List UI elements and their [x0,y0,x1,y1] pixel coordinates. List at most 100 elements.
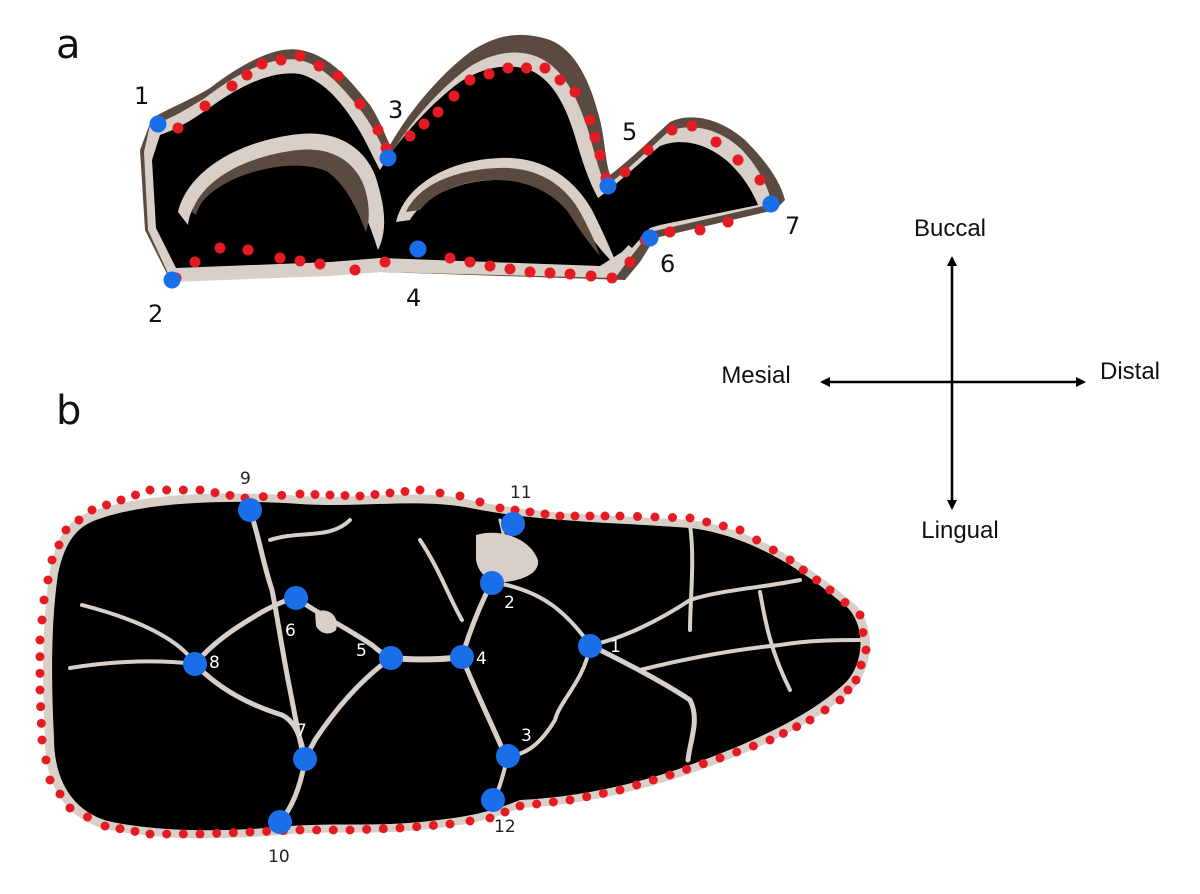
semilandmark-b [385,488,395,498]
semilandmark-a-upper [332,70,344,82]
semilandmark-b [856,660,866,670]
semilandmark-b [116,495,126,505]
semilandmark-b [565,795,575,805]
semilandmark-b [83,812,92,822]
semilandmark-a-lower [606,272,618,284]
semilandmark-b [650,512,660,522]
semilandmark-b [798,565,808,575]
landmark-b-10 [268,810,292,834]
landmark-a-5 [599,177,617,195]
semilandmark-b [35,668,45,678]
landmark-b-label-3: 3 [521,726,532,746]
semilandmark-b [312,825,322,835]
semilandmark-b [131,490,140,500]
landmark-b-9 [238,498,262,522]
semilandmark-a-lower [722,216,734,228]
semilandmark-b [778,728,788,738]
semilandmark-b [325,490,335,500]
semilandmark-b [615,511,625,521]
semilandmark-b [500,807,510,817]
semilandmark-b [702,517,712,527]
semilandmark-a-lower [524,266,536,278]
semilandmark-a-upper [256,58,268,70]
panel-b-label: b [56,388,81,434]
landmark-a-1 [149,115,167,133]
semilandmark-b [495,503,505,513]
semilandmark-a-upper [275,54,287,66]
fossa-patch [476,532,539,583]
semilandmark-b [345,825,355,835]
semilandmark-a-upper [432,106,444,118]
semilandmark-b [37,615,47,625]
semilandmark-b [792,722,802,732]
semilandmark-b [858,628,868,637]
semilandmark-b [37,735,47,745]
semilandmark-b [735,525,745,535]
semilandmark-a-upper [313,60,325,72]
semilandmark-a-upper [619,166,631,178]
semilandmark-a-lower [504,263,516,275]
semilandmark-b [840,598,850,607]
landmark-a-label-4: 4 [406,284,421,312]
landmark-b-7 [293,747,317,771]
semilandmark-a-upper [554,74,566,86]
landmark-a-7 [762,195,780,213]
semilandmark-a-upper [502,62,514,74]
semilandmark-b [41,755,51,765]
semilandmark-b [35,685,45,695]
semilandmark-b [732,747,742,757]
semilandmark-a-lower [314,258,326,270]
semilandmark-a-upper [241,69,253,81]
semilandmark-b [805,715,815,725]
semilandmark-a-upper [642,144,654,156]
semilandmark-b [515,801,525,811]
semilandmark-a-lower [189,256,201,268]
semilandmark-b [54,540,64,550]
semilandmark-b [100,821,110,831]
semilandmark-a-upper [732,154,744,166]
semilandmark-b [475,497,485,507]
semilandmark-a-upper [294,50,306,62]
semilandmark-b [162,485,172,495]
landmark-a-label-1: 1 [134,82,149,110]
semilandmark-b [785,555,795,565]
semilandmark-a-upper [226,80,238,92]
semilandmark-a-lower [349,264,361,276]
landmark-a-4 [409,240,427,258]
semilandmark-b [45,775,55,785]
landmark-a-label-7: 7 [785,212,800,240]
semilandmark-b [765,735,775,745]
mesial-label: Mesial [721,362,790,389]
semilandmark-b [35,652,45,662]
semilandmark-b [835,695,845,705]
semilandmark-a-upper [754,174,766,186]
panel-a-label: a [56,22,81,68]
semilandmark-a-upper [372,124,384,136]
semilandmark-b [295,489,305,499]
landmark-b-label-1: 1 [610,637,621,657]
landmark-b-label-11: 11 [510,483,532,503]
semilandmark-b [61,525,71,535]
semilandmark-b [718,521,728,531]
semilandmark-a-lower [444,252,456,264]
semilandmark-a-upper [666,124,678,136]
root-canal-distal-inner [406,167,600,256]
landmark-b-label-2: 2 [504,593,515,613]
landmark-a-label-6: 6 [660,250,675,278]
semilandmark-b [65,803,75,813]
semilandmark-a-lower [379,256,391,268]
semilandmark-a-upper [483,68,495,80]
semilandmark-a-upper [354,98,366,110]
semilandmark-b [748,741,758,751]
landmark-b-8 [183,652,207,676]
semilandmark-b [540,509,550,519]
semilandmark-b [36,702,46,712]
semilandmark-b [532,799,542,809]
semilandmark-b [178,829,188,839]
semilandmark-b [395,823,405,833]
semilandmark-b [39,595,49,605]
semilandmark-b [598,788,608,798]
semilandmark-a-lower [664,226,676,238]
buccal-label: Buccal [914,215,986,242]
